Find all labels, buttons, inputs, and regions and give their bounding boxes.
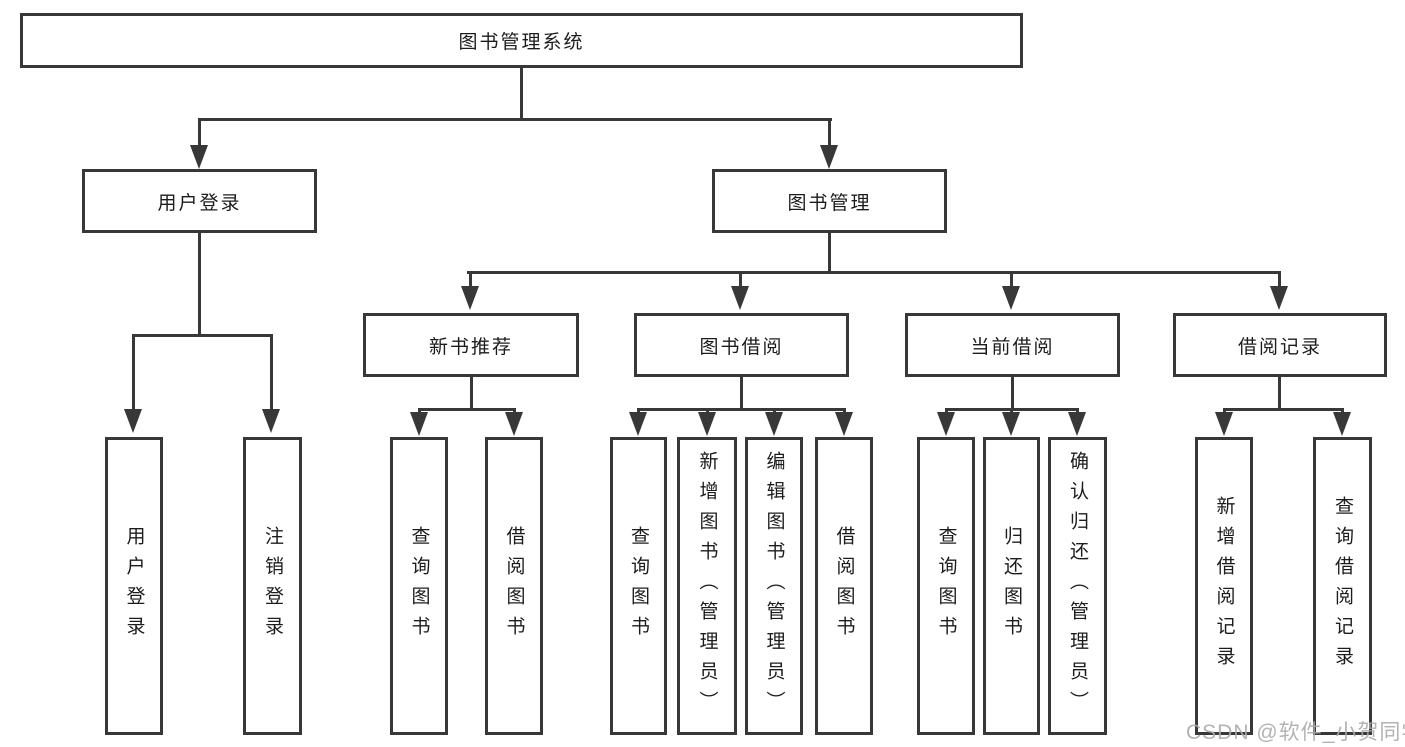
node-library-management-system: 图书管理系统 [20, 13, 1023, 68]
node-leaf-query-book-current: 查询图书 [917, 437, 975, 735]
arrowhead-borrow-record [1270, 286, 1288, 310]
arrowhead-current-borrow [1002, 286, 1020, 310]
connector-book-borrow-stem [740, 377, 743, 410]
arrowhead-g2c1 [410, 412, 428, 436]
node-label: 查询图书 [408, 526, 430, 646]
arrowhead-g4c1 [937, 412, 955, 436]
node-leaf-query-borrow-record: 查询借阅记录 [1313, 437, 1372, 735]
connector-book-mgmt-drop [828, 118, 831, 148]
node-label: 注销登录 [262, 526, 283, 646]
node-label: 图书管理系统 [458, 32, 585, 53]
node-label: 当前借阅 [970, 336, 1055, 358]
node-label: 图书借阅 [699, 336, 784, 358]
arrowhead-book-mgmt [820, 145, 838, 169]
connector-level1-bar [198, 118, 832, 121]
connector-book-borrow-bar [637, 408, 846, 411]
node-user-login: 用户登录 [82, 169, 317, 233]
node-leaf-borrow-book-recommend: 借阅图书 [485, 437, 543, 735]
node-label: 用户登录 [123, 526, 145, 646]
arrowhead-g3c2 [698, 412, 716, 436]
node-leaf-user-login: 用户登录 [105, 437, 163, 735]
node-label: 新书推荐 [428, 336, 513, 358]
connector-borrow-record-bar [1223, 408, 1344, 411]
arrowhead-g5c2 [1333, 412, 1351, 436]
node-label: 借阅图书 [503, 526, 525, 646]
node-leaf-add-borrow-record: 新增借阅记录 [1195, 437, 1253, 735]
node-label: 查询借阅记录 [1332, 496, 1353, 676]
connector-borrow-record-drop [1278, 271, 1281, 287]
node-borrowing-records: 借阅记录 [1173, 313, 1387, 377]
node-leaf-logout: 注销登录 [243, 437, 302, 735]
csdn-watermark: CSDN @软件_小贺同学 [1186, 721, 1405, 744]
arrowhead-user-login [190, 145, 208, 169]
arrowhead-new-book [461, 286, 479, 310]
node-label: 用户登录 [157, 192, 242, 214]
connector-new-book-bar [418, 408, 516, 411]
connector-book-borrow-drop [739, 271, 742, 287]
connector-root-stem [520, 68, 523, 119]
node-new-book-recommend: 新书推荐 [363, 313, 579, 377]
connector-user-login-stem [198, 233, 201, 336]
node-label: 借阅记录 [1237, 336, 1322, 358]
node-label: 查询图书 [935, 526, 957, 646]
arrowhead-g2c2 [505, 412, 523, 436]
connector-logout-drop [270, 334, 273, 410]
node-leaf-confirm-return-admin: 确认归还（管理员） [1048, 437, 1107, 735]
node-label: 确认归还（管理员） [1067, 451, 1088, 721]
connector-user-login-bar [132, 334, 273, 337]
node-current-borrowing: 当前借阅 [905, 313, 1120, 377]
arrowhead-g3c3 [765, 412, 783, 436]
node-label: 编辑图书（管理员） [763, 451, 785, 721]
connector-new-book-drop [469, 271, 472, 287]
connector-level3-bar [467, 271, 1281, 274]
connector-current-borrow-stem [1011, 377, 1014, 410]
node-label: 查询图书 [628, 526, 649, 646]
connector-new-book-stem [470, 377, 473, 410]
node-leaf-query-book-borrowing: 查询图书 [610, 437, 667, 735]
node-leaf-add-book-admin: 新增图书（管理员） [677, 437, 737, 735]
arrowhead-book-borrow [731, 286, 749, 310]
node-book-management: 图书管理 [712, 169, 947, 233]
node-label: 新增借阅记录 [1213, 496, 1235, 676]
node-label: 新增图书（管理员） [696, 451, 718, 721]
node-label: 归还图书 [1001, 526, 1022, 646]
connector-login-drop [132, 334, 135, 410]
connector-borrow-record-stem [1278, 377, 1281, 410]
arrowhead-logout [262, 409, 280, 433]
connector-book-mgmt-stem [828, 233, 831, 273]
arrowhead-login [124, 409, 142, 433]
connector-user-login-drop [198, 118, 201, 148]
node-leaf-edit-book-admin: 编辑图书（管理员） [745, 437, 803, 735]
node-leaf-return-book: 归还图书 [983, 437, 1040, 735]
connector-current-borrow-drop [1010, 271, 1013, 287]
arrowhead-g3c1 [629, 412, 647, 436]
arrowhead-g5c1 [1215, 412, 1233, 436]
node-leaf-query-book-recommend: 查询图书 [390, 437, 448, 735]
node-label: 借阅图书 [833, 526, 855, 646]
node-leaf-borrow-book: 借阅图书 [815, 437, 873, 735]
node-book-borrowing: 图书借阅 [634, 313, 849, 377]
arrowhead-g3c4 [835, 412, 853, 436]
node-label: 图书管理 [787, 192, 872, 214]
arrowhead-g4c2 [1002, 412, 1020, 436]
arrowhead-g4c3 [1068, 412, 1086, 436]
